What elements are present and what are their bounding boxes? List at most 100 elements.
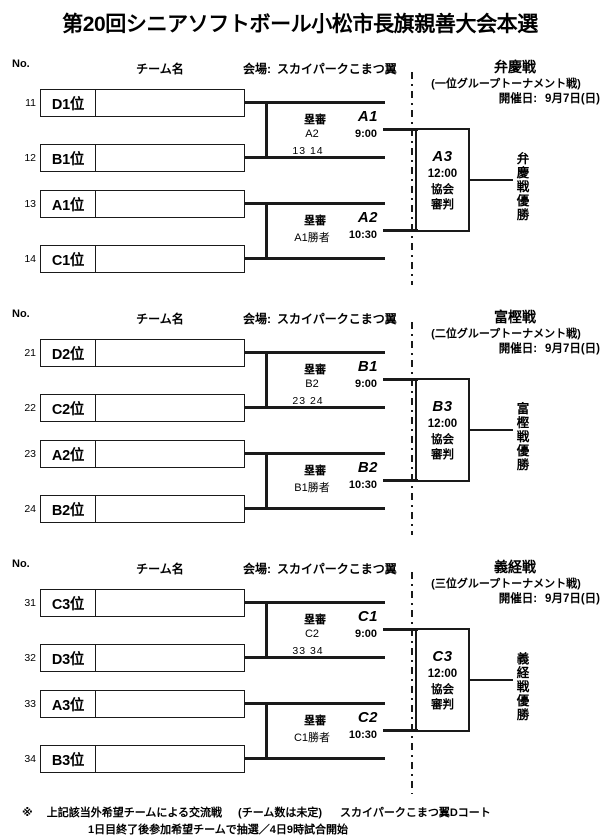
team-row[interactable]: A3位 <box>40 690 245 718</box>
team-row[interactable]: B3位 <box>40 745 245 773</box>
team-seed: A1位 <box>41 191 96 217</box>
bracket-stem <box>245 507 267 510</box>
bracket-section-3: No. チーム名 会場:スカイパークこまつ翼 義経戦 (三位グループトーナメント… <box>0 500 600 794</box>
team-name-field[interactable] <box>96 145 244 171</box>
final-match-box: C3 12:00 協会 審判 <box>415 628 470 732</box>
date-label: 開催日: <box>498 593 538 605</box>
match-source-numbers: 23 24 <box>292 395 324 407</box>
team-seed: C1位 <box>41 246 96 272</box>
team-name-field[interactable] <box>96 691 244 717</box>
section-divider <box>411 572 413 794</box>
match-code: B1 <box>357 358 378 375</box>
umpire-label: 塁審 <box>304 715 326 727</box>
block-subtitle: (二位グループトーナメント戦) <box>431 328 581 340</box>
team-row[interactable]: C2位 <box>40 394 245 422</box>
match-bracket: 塁審 B1勝者 B2 10:30 <box>265 452 385 510</box>
date-value: 9月7日(日) <box>545 593 600 605</box>
team-name-field[interactable] <box>96 746 244 772</box>
match-time: 9:00 <box>354 378 377 390</box>
team-seed: A2位 <box>41 441 96 467</box>
team-row[interactable]: B2位 <box>40 495 245 523</box>
column-header-no: No. <box>12 308 30 320</box>
row-number: 23 <box>24 448 36 460</box>
winner-char: 戦 <box>516 680 530 694</box>
venue-label: 会場: <box>243 562 271 576</box>
team-name-field[interactable] <box>96 90 244 116</box>
row-number: 13 <box>24 198 36 210</box>
venue-header: 会場:スカイパークこまつ翼 <box>243 560 397 577</box>
winner-char: 戦 <box>516 180 530 194</box>
winner-label: 義経戦優勝 <box>514 652 532 722</box>
team-row[interactable]: A1位 <box>40 190 245 218</box>
team-row[interactable]: D1位 <box>40 89 245 117</box>
row-number: 34 <box>24 753 36 765</box>
match-output-stem <box>383 229 418 232</box>
footnote-part3: スカイパークこまつ翼Dコート <box>340 807 491 819</box>
team-name-field[interactable] <box>96 395 244 421</box>
bracket-stem <box>245 757 267 760</box>
row-number: 12 <box>24 152 36 164</box>
bracket-stem <box>245 257 267 260</box>
venue-value: スカイパークこまつ翼 <box>277 312 397 326</box>
team-row[interactable]: A2位 <box>40 440 245 468</box>
match-time: 10:30 <box>348 729 377 741</box>
team-row[interactable]: C3位 <box>40 589 245 617</box>
match-output-stem <box>383 479 418 482</box>
bracket-stem <box>245 406 267 409</box>
block-date: 開催日:9月7日(日) <box>420 90 600 106</box>
match-bracket: 塁審 A2 13 14 A1 9:00 <box>265 101 385 159</box>
team-row[interactable]: D2位 <box>40 339 245 367</box>
final-match-time: 12:00 <box>427 668 458 681</box>
page-title: 第20回シニアソフトボール小松市長旗親善大会本選 <box>62 13 538 36</box>
row-number: 32 <box>24 652 36 664</box>
winner-char: 優 <box>516 694 530 708</box>
match-bracket: 塁審 B2 23 24 B1 9:00 <box>265 351 385 409</box>
column-header-no: No. <box>12 558 30 570</box>
match-bracket: 塁審 A1勝者 A2 10:30 <box>265 202 385 260</box>
final-match-time: 12:00 <box>427 168 458 181</box>
team-seed: D1位 <box>41 90 96 116</box>
team-name-field[interactable] <box>96 340 244 366</box>
match-code: A2 <box>357 209 378 226</box>
row-number: 22 <box>24 402 36 414</box>
final-umpire-line2: 審判 <box>431 448 454 461</box>
match-output-stem <box>383 729 418 732</box>
umpire-team: C2 <box>304 628 320 640</box>
umpire-team: C1勝者 <box>293 732 331 744</box>
team-name-field[interactable] <box>96 645 244 671</box>
venue-value: スカイパークこまつ翼 <box>277 62 397 76</box>
team-row[interactable]: C1位 <box>40 245 245 273</box>
umpire-label: 塁審 <box>304 465 326 477</box>
winner-char: 樫 <box>516 416 530 430</box>
bracket-stem <box>245 156 267 159</box>
team-row[interactable]: B1位 <box>40 144 245 172</box>
team-row[interactable]: D3位 <box>40 644 245 672</box>
venue-header: 会場:スカイパークこまつ翼 <box>243 60 397 77</box>
winner-char: 経 <box>516 666 530 680</box>
team-seed: A3位 <box>41 691 96 717</box>
bracket-stem <box>245 601 267 604</box>
team-name-field[interactable] <box>96 191 244 217</box>
date-label: 開催日: <box>498 343 538 355</box>
umpire-label: 塁審 <box>304 114 326 126</box>
match-source-numbers: 13 14 <box>292 145 324 157</box>
venue-header: 会場:スカイパークこまつ翼 <box>243 310 397 327</box>
bracket-stem <box>245 351 267 354</box>
final-match-box: A3 12:00 協会 審判 <box>415 128 470 232</box>
block-subtitle: (三位グループトーナメント戦) <box>431 578 581 590</box>
team-seed: B1位 <box>41 145 96 171</box>
row-number: 33 <box>24 698 36 710</box>
section-divider <box>411 322 413 535</box>
row-number: 21 <box>24 347 36 359</box>
row-number: 14 <box>24 253 36 265</box>
match-code: C1 <box>357 608 378 625</box>
winner-char: 優 <box>516 444 530 458</box>
team-name-field[interactable] <box>96 441 244 467</box>
winner-label: 富樫戦優勝 <box>514 402 532 472</box>
umpire-label: 塁審 <box>304 364 326 376</box>
team-name-field[interactable] <box>96 590 244 616</box>
row-number: 11 <box>25 97 36 109</box>
final-output-stem <box>468 179 513 181</box>
bracket-stem <box>245 101 267 104</box>
umpire-team: A1勝者 <box>294 232 330 244</box>
